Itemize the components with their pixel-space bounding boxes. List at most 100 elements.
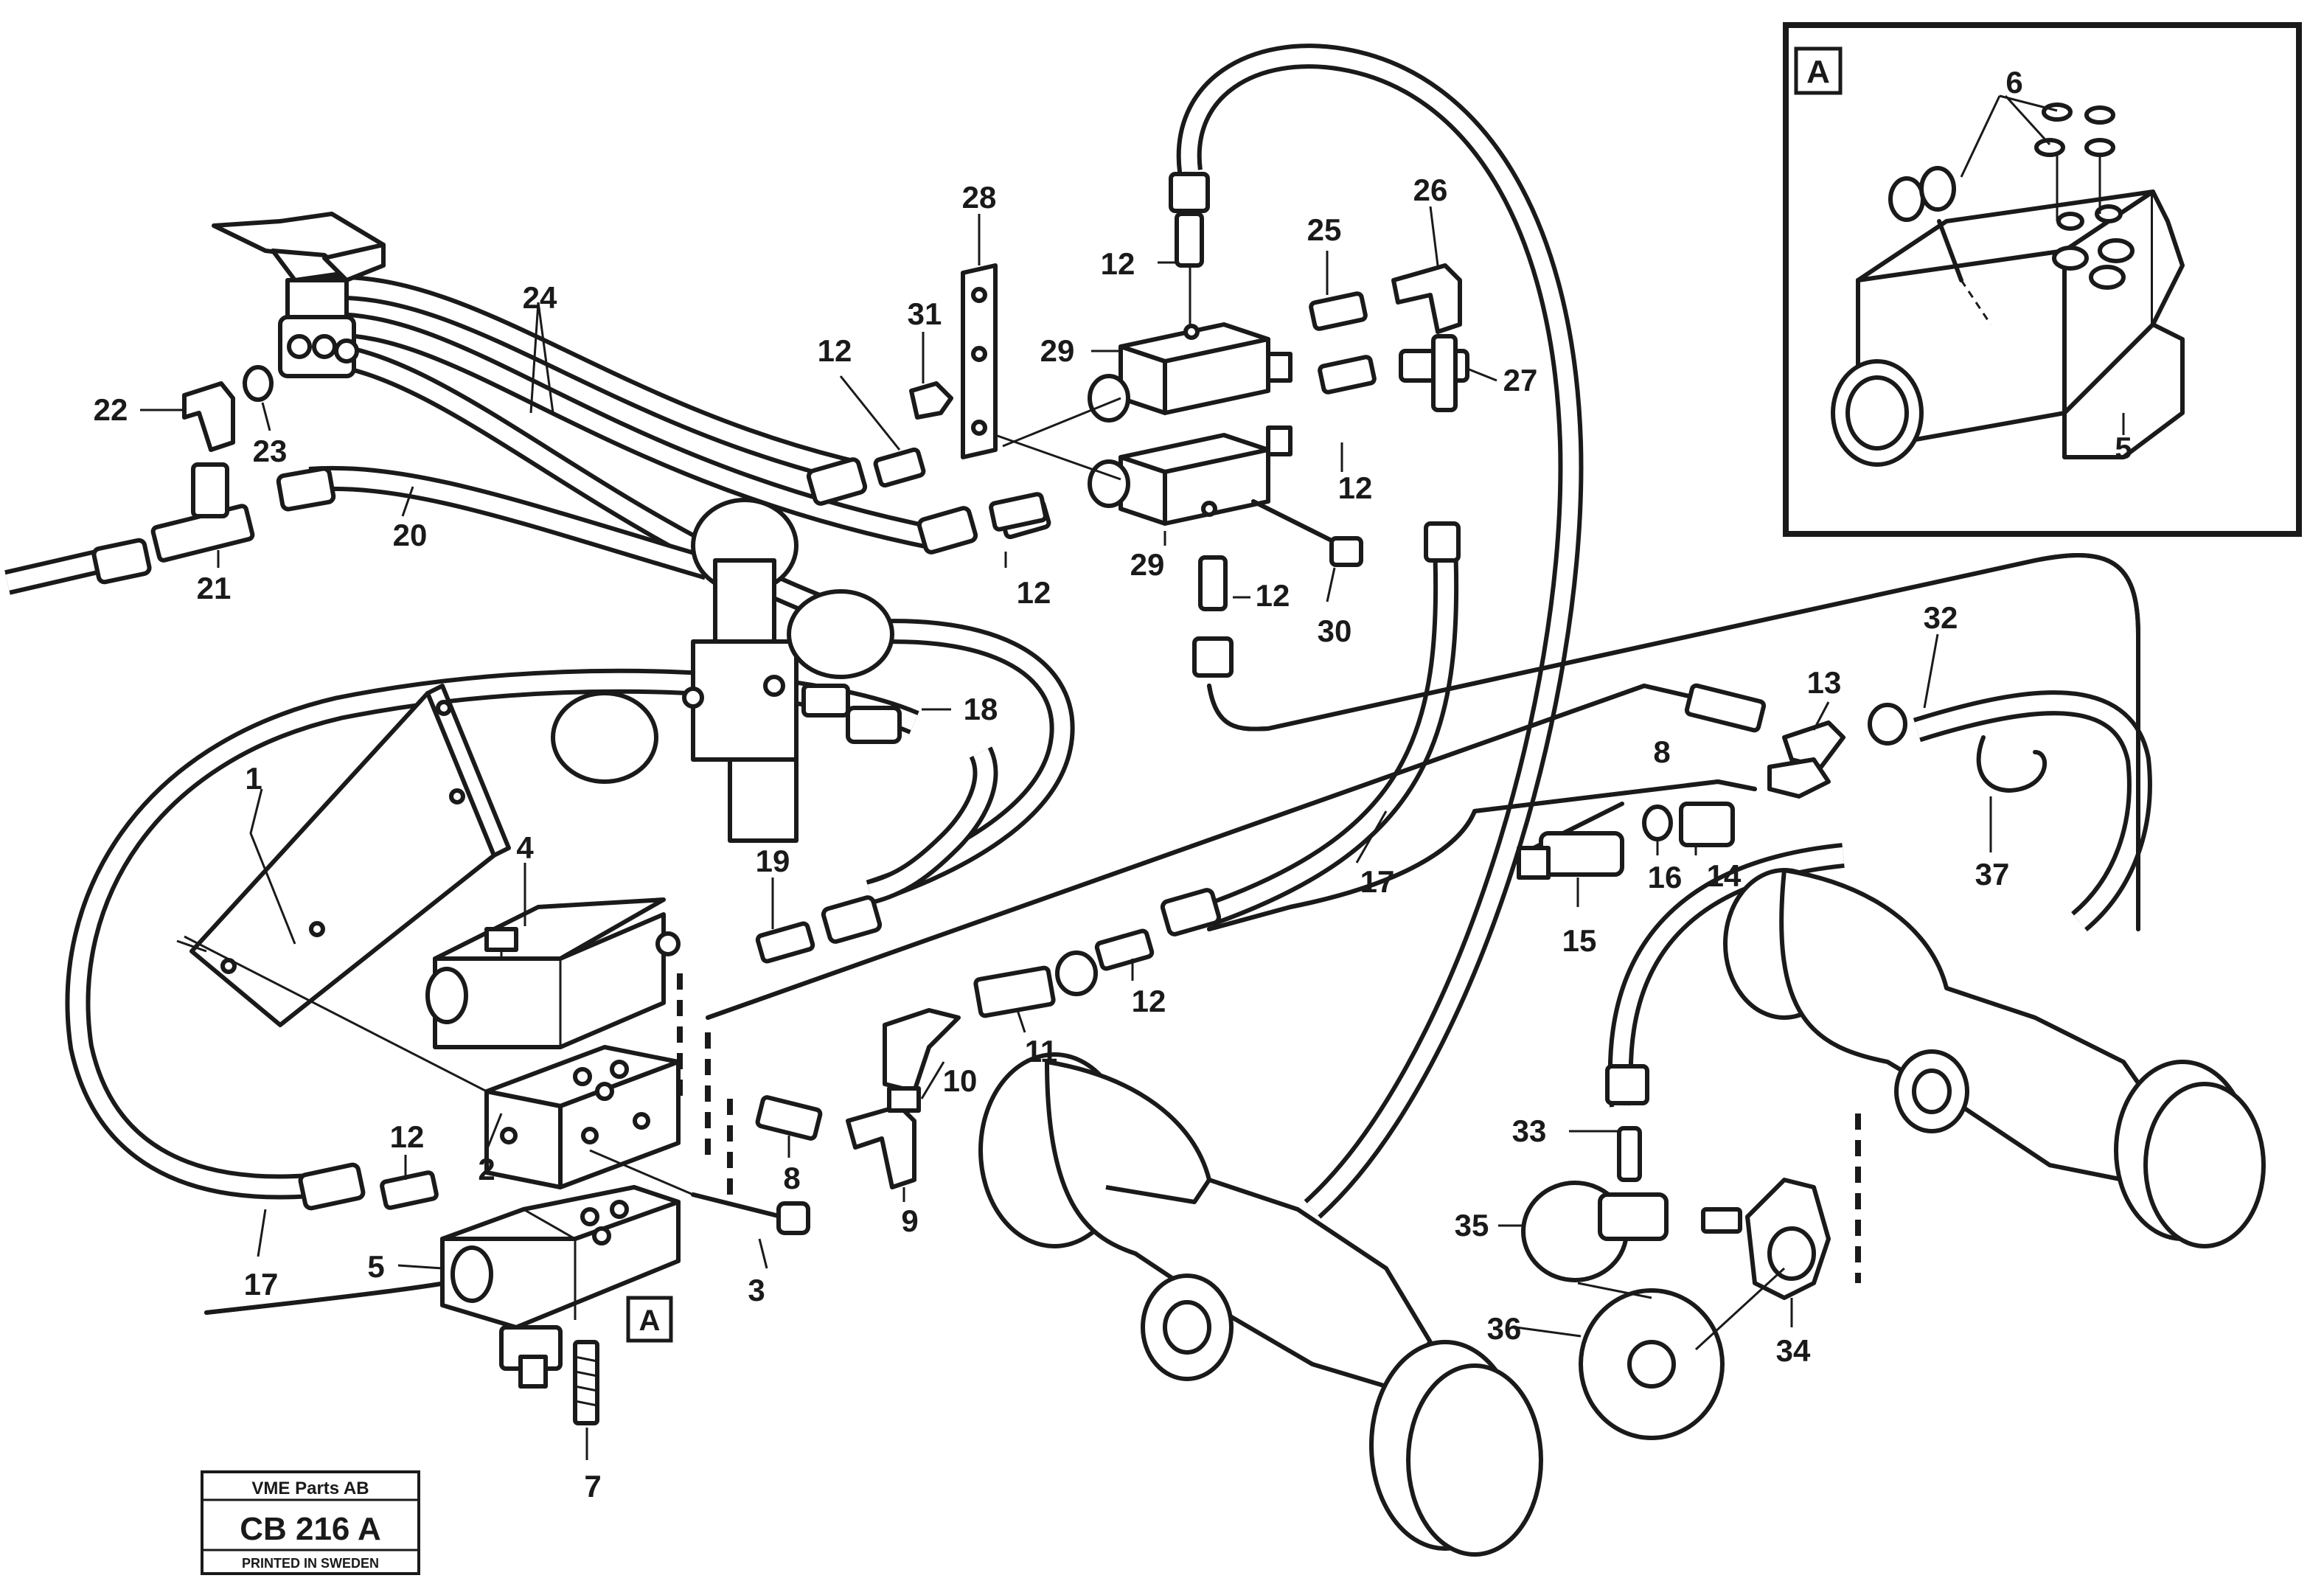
inset-port: [2052, 246, 2089, 271]
elbow-22: [182, 381, 235, 452]
seal-ring: [1919, 166, 1956, 212]
leader-10: [920, 1061, 945, 1099]
callout-16: 16: [1648, 860, 1683, 894]
nipple-12-11: [1094, 928, 1155, 971]
callout-4: 4: [516, 830, 534, 865]
callout-34: 34: [1776, 1333, 1811, 1368]
seal-ring: [2034, 138, 2065, 157]
callout-35: 35: [1455, 1208, 1489, 1243]
title-company: VME Parts AB: [251, 1479, 369, 1498]
callout-6: 6: [2005, 65, 2022, 100]
callout-12e: 12: [1017, 575, 1051, 610]
nut-31: [909, 381, 953, 420]
leader-6: [1960, 94, 2058, 178]
solenoid-valve-4: [425, 897, 681, 1049]
sensor-assembly: [1521, 1064, 1831, 1440]
inset-port: [2098, 238, 2135, 263]
callout-24: 24: [523, 280, 557, 315]
callout-3: 3: [748, 1273, 765, 1307]
nipple-12-block: [380, 1170, 439, 1210]
nipple-33: [1617, 1126, 1642, 1182]
seal-ring: [1888, 176, 1925, 222]
callout-21: 21: [197, 571, 232, 605]
callout-12f: 12: [390, 1119, 425, 1154]
seal-ring: [2084, 105, 2115, 125]
nipple-25: [1309, 291, 1368, 331]
leader-36: [1515, 1326, 1582, 1338]
leader-12a: [839, 375, 901, 451]
elbow-10: [883, 1008, 961, 1094]
callout-36: 36: [1487, 1311, 1522, 1346]
callout-15: 15: [1562, 923, 1597, 958]
leader-24: [529, 302, 554, 414]
callout-23: 23: [253, 434, 288, 468]
leader-20: [401, 486, 414, 517]
axle-housing-rear: [1779, 868, 2177, 1182]
leader-1: [249, 788, 296, 945]
axle-front: [978, 1052, 1543, 1557]
elbow-9: [846, 1104, 916, 1189]
leader-27: [1467, 367, 1497, 382]
leader-13: [1812, 701, 1830, 731]
tee-13: [1782, 720, 1845, 769]
inset-port: [2095, 204, 2123, 223]
switch-15: [1539, 831, 1624, 877]
callout-12g: 12: [1132, 984, 1166, 1018]
callout-12d: 12: [1256, 578, 1290, 613]
nipple-12-mid: [989, 492, 1048, 532]
nipple-12-27: [1318, 355, 1377, 395]
inset-align-lines: [2056, 155, 2101, 221]
leader-30: [1326, 567, 1336, 602]
callout-1: 1: [245, 761, 262, 796]
detail-marker-label: A: [639, 1304, 661, 1337]
callout-9: 9: [901, 1203, 918, 1238]
title-block: VME Parts AB CB 216 A PRINTED IN SWEDEN: [201, 1470, 420, 1575]
callout-33: 33: [1512, 1113, 1547, 1148]
callout-31: 31: [908, 296, 942, 331]
bolt-3: [589, 1149, 810, 1235]
callout-5-inset: 5: [2115, 431, 2132, 465]
inset-port: [2089, 265, 2126, 290]
inset-pointer-dash: [1960, 279, 1992, 325]
leader-17a: [257, 1209, 267, 1257]
elbow-26: [1391, 263, 1462, 334]
callout-28: 28: [962, 180, 997, 215]
callout-2: 2: [478, 1152, 495, 1186]
callout-29a: 29: [1040, 333, 1075, 368]
fittings: [91, 172, 2047, 1211]
seal-ring: [2084, 138, 2115, 157]
solenoid-valve-5: [440, 1185, 681, 1425]
callout-13: 13: [1807, 665, 1842, 700]
callout-19: 19: [756, 844, 790, 878]
callout-22: 22: [94, 392, 128, 427]
nipple-18: [801, 684, 850, 717]
inset-valve-knob-inner: [1845, 375, 1909, 451]
hose-top-loop: [1176, 44, 1584, 1219]
accumulator-side: [787, 589, 894, 679]
leader-1-to-block: [184, 935, 487, 1093]
valve-block-2: [184, 935, 681, 1189]
callout-8-right: 8: [1653, 734, 1670, 769]
title-printed: PRINTED IN SWEDEN: [242, 1556, 379, 1571]
leader-2: [485, 1113, 503, 1151]
axle-housing-front: [1045, 1060, 1433, 1389]
nipple-12-lower: [1198, 555, 1228, 611]
callout-11: 11: [1025, 1034, 1057, 1069]
callout-10: 10: [943, 1063, 978, 1098]
callout-5: 5: [367, 1249, 384, 1284]
nipple-12-top: [1175, 212, 1204, 268]
clip-37: [1976, 735, 2047, 793]
nipple-8: [755, 1095, 823, 1141]
bolt-7: [573, 1340, 599, 1425]
leader-23: [261, 402, 271, 431]
leader-32: [1923, 633, 1939, 709]
callout-17b: 17: [1360, 864, 1395, 899]
nipple-8-right: [1684, 683, 1767, 733]
nipple-12: [873, 447, 926, 488]
inset-detail-a: A: [1783, 22, 2302, 537]
accumulator-assembly: [551, 498, 894, 843]
washer-16: [1642, 805, 1673, 841]
callout-25: 25: [1307, 212, 1342, 247]
inset-valve-edge: [2151, 190, 2185, 326]
seal-ring: [2042, 102, 2073, 122]
